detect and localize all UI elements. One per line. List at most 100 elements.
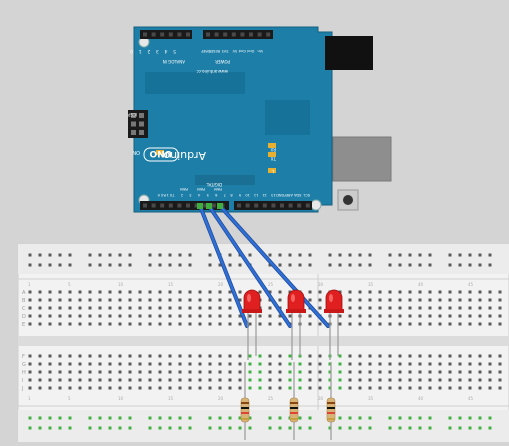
breadboard-hole[interactable] bbox=[318, 354, 322, 358]
breadboard-hole[interactable] bbox=[408, 362, 412, 366]
breadboard-hole[interactable] bbox=[358, 386, 362, 390]
breadboard-hole[interactable] bbox=[108, 386, 112, 390]
breadboard-hole[interactable] bbox=[378, 322, 382, 326]
breadboard-hole[interactable] bbox=[478, 253, 482, 257]
breadboard-hole[interactable] bbox=[488, 370, 492, 374]
breadboard-hole[interactable] bbox=[448, 354, 452, 358]
breadboard-hole[interactable] bbox=[168, 362, 172, 366]
breadboard-hole[interactable] bbox=[248, 322, 252, 326]
breadboard-hole[interactable] bbox=[368, 263, 372, 267]
breadboard-hole[interactable] bbox=[428, 306, 432, 310]
breadboard-hole[interactable] bbox=[448, 416, 452, 420]
header-pin[interactable] bbox=[297, 203, 302, 208]
breadboard-hole[interactable] bbox=[88, 314, 92, 318]
breadboard-hole[interactable] bbox=[348, 386, 352, 390]
breadboard-hole[interactable] bbox=[288, 378, 292, 382]
breadboard-hole[interactable] bbox=[218, 354, 222, 358]
breadboard-hole[interactable] bbox=[68, 290, 72, 294]
breadboard-hole[interactable] bbox=[188, 314, 192, 318]
breadboard-hole[interactable] bbox=[208, 263, 212, 267]
breadboard-hole[interactable] bbox=[328, 426, 332, 430]
breadboard-hole[interactable] bbox=[218, 263, 222, 267]
breadboard-hole[interactable] bbox=[238, 416, 242, 420]
breadboard-hole[interactable] bbox=[338, 290, 342, 294]
breadboard-hole[interactable] bbox=[148, 370, 152, 374]
breadboard-hole[interactable] bbox=[358, 314, 362, 318]
breadboard-hole[interactable] bbox=[448, 426, 452, 430]
breadboard-hole[interactable] bbox=[268, 370, 272, 374]
breadboard-hole[interactable] bbox=[208, 416, 212, 420]
header-pin[interactable] bbox=[214, 32, 219, 37]
breadboard-hole[interactable] bbox=[88, 263, 92, 267]
breadboard-hole[interactable] bbox=[278, 253, 282, 257]
breadboard-hole[interactable] bbox=[28, 370, 32, 374]
header-pin[interactable] bbox=[257, 32, 262, 37]
breadboard-hole[interactable] bbox=[398, 362, 402, 366]
breadboard-hole[interactable] bbox=[268, 298, 272, 302]
breadboard-hole[interactable] bbox=[258, 314, 262, 318]
breadboard-hole[interactable] bbox=[278, 322, 282, 326]
breadboard-hole[interactable] bbox=[218, 362, 222, 366]
breadboard-hole[interactable] bbox=[238, 370, 242, 374]
breadboard-hole[interactable] bbox=[418, 298, 422, 302]
breadboard-hole[interactable] bbox=[418, 370, 422, 374]
breadboard-hole[interactable] bbox=[178, 322, 182, 326]
breadboard-hole[interactable] bbox=[48, 416, 52, 420]
breadboard-hole[interactable] bbox=[268, 362, 272, 366]
breadboard-hole[interactable] bbox=[208, 354, 212, 358]
breadboard-hole[interactable] bbox=[308, 322, 312, 326]
breadboard-hole[interactable] bbox=[128, 253, 132, 257]
breadboard-hole[interactable] bbox=[38, 416, 42, 420]
breadboard-hole[interactable] bbox=[98, 370, 102, 374]
breadboard-hole[interactable] bbox=[488, 354, 492, 358]
breadboard-hole[interactable] bbox=[168, 322, 172, 326]
breadboard-hole[interactable] bbox=[298, 386, 302, 390]
breadboard-hole[interactable] bbox=[408, 314, 412, 318]
breadboard-hole[interactable] bbox=[408, 298, 412, 302]
breadboard-hole[interactable] bbox=[58, 370, 62, 374]
breadboard-hole[interactable] bbox=[128, 416, 132, 420]
breadboard-hole[interactable] bbox=[188, 416, 192, 420]
breadboard-hole[interactable] bbox=[68, 298, 72, 302]
breadboard-hole[interactable] bbox=[148, 322, 152, 326]
breadboard-hole[interactable] bbox=[168, 378, 172, 382]
breadboard-hole[interactable] bbox=[408, 416, 412, 420]
breadboard-hole[interactable] bbox=[358, 362, 362, 366]
breadboard-hole[interactable] bbox=[108, 298, 112, 302]
breadboard-hole[interactable] bbox=[168, 386, 172, 390]
breadboard-hole[interactable] bbox=[48, 370, 52, 374]
breadboard-hole[interactable] bbox=[378, 370, 382, 374]
breadboard-hole[interactable] bbox=[418, 314, 422, 318]
breadboard-hole[interactable] bbox=[158, 378, 162, 382]
breadboard-hole[interactable] bbox=[138, 298, 142, 302]
breadboard-hole[interactable] bbox=[318, 290, 322, 294]
breadboard-hole[interactable] bbox=[388, 426, 392, 430]
breadboard-hole[interactable] bbox=[358, 253, 362, 257]
header-pin[interactable] bbox=[194, 203, 199, 208]
breadboard-hole[interactable] bbox=[338, 386, 342, 390]
breadboard-hole[interactable] bbox=[338, 362, 342, 366]
resistor-3[interactable] bbox=[326, 362, 336, 440]
breadboard-hole[interactable] bbox=[168, 354, 172, 358]
breadboard-hole[interactable] bbox=[428, 416, 432, 420]
breadboard-hole[interactable] bbox=[278, 298, 282, 302]
breadboard-hole[interactable] bbox=[238, 426, 242, 430]
breadboard-hole[interactable] bbox=[308, 290, 312, 294]
breadboard-hole[interactable] bbox=[388, 314, 392, 318]
breadboard-hole[interactable] bbox=[398, 314, 402, 318]
breadboard-hole[interactable] bbox=[168, 290, 172, 294]
breadboard-hole[interactable] bbox=[318, 362, 322, 366]
breadboard-hole[interactable] bbox=[428, 354, 432, 358]
breadboard-hole[interactable] bbox=[478, 322, 482, 326]
breadboard-hole[interactable] bbox=[398, 322, 402, 326]
breadboard-hole[interactable] bbox=[318, 306, 322, 310]
breadboard-hole[interactable] bbox=[148, 362, 152, 366]
breadboard-hole[interactable] bbox=[238, 298, 242, 302]
breadboard-hole[interactable] bbox=[248, 314, 252, 318]
breadboard-hole[interactable] bbox=[108, 322, 112, 326]
breadboard-hole[interactable] bbox=[328, 362, 332, 366]
breadboard-hole[interactable] bbox=[468, 298, 472, 302]
breadboard-hole[interactable] bbox=[348, 298, 352, 302]
breadboard-hole[interactable] bbox=[48, 306, 52, 310]
breadboard-hole[interactable] bbox=[198, 306, 202, 310]
